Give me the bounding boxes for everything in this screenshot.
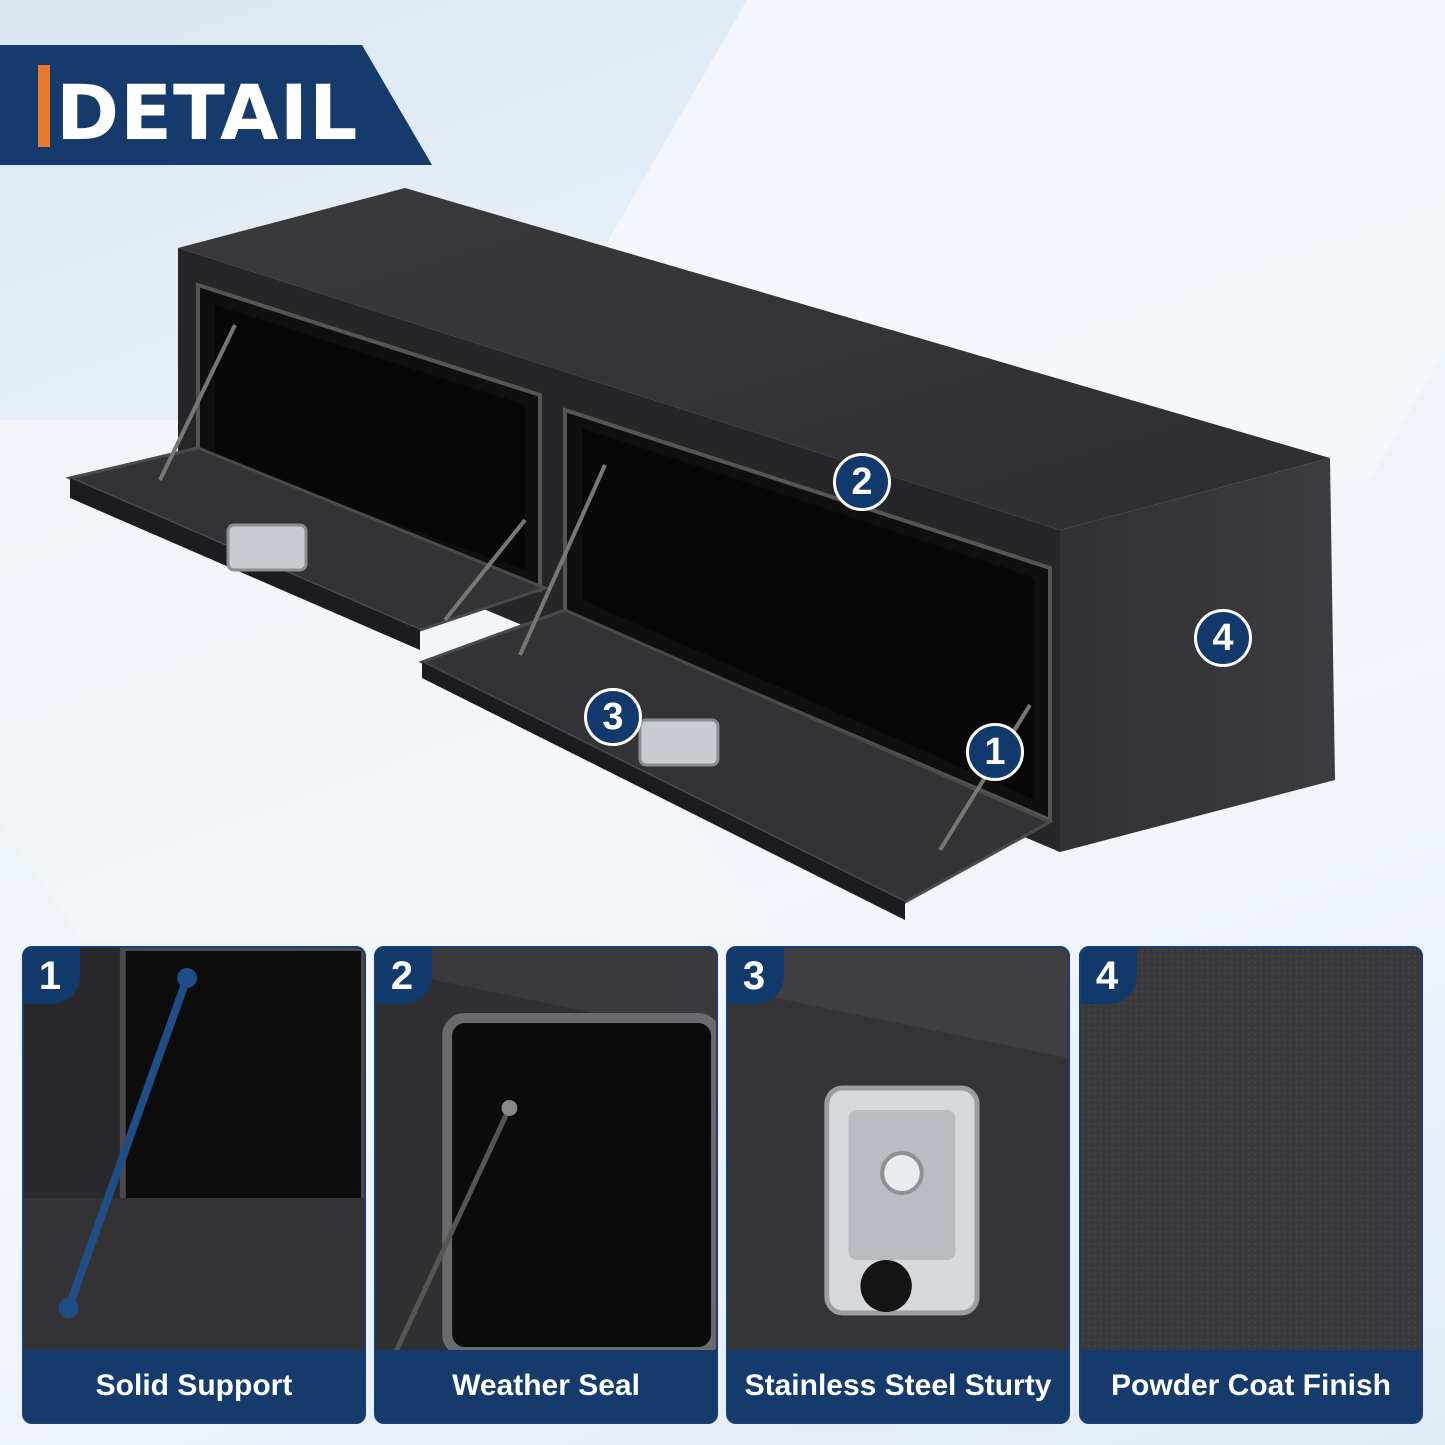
- toolbox-illustration: [65, 188, 1335, 920]
- feature-number: 3: [728, 948, 784, 1004]
- feature-label: Solid Support: [24, 1350, 364, 1422]
- feature-number: 1: [24, 948, 80, 1004]
- feature-number: 4: [1081, 948, 1137, 1004]
- feature-card-solid-support: 1 Solid Support: [22, 946, 366, 1424]
- box-top: [178, 188, 1330, 530]
- marker-1: 1: [966, 723, 1024, 781]
- page-title: DETAIL: [56, 68, 359, 157]
- marker-4: 4: [1194, 609, 1252, 667]
- left-strut-a: [158, 324, 237, 481]
- right-strut-a: [518, 464, 607, 656]
- banner-accent-bar: [38, 65, 50, 147]
- header-banner: DETAIL: [0, 45, 432, 165]
- left-strut-b: [443, 518, 527, 622]
- right-latch: [638, 718, 720, 767]
- seal-icon: [376, 948, 716, 1352]
- feature-number: 2: [376, 948, 432, 1004]
- box-side: [1060, 458, 1335, 852]
- texture-icon: [1081, 948, 1421, 1352]
- feature-label: Stainless Steel Sturty: [728, 1350, 1068, 1422]
- feature-label: Powder Coat Finish: [1081, 1350, 1421, 1422]
- marker-2: 2: [833, 453, 891, 511]
- marker-3: 3: [584, 688, 642, 746]
- feature-label: Weather Seal: [376, 1350, 716, 1422]
- feature-card-weather-seal: 2 Weather Seal: [374, 946, 718, 1424]
- feature-card-stainless-steel: 3 Stainless Steel Sturty: [726, 946, 1070, 1424]
- left-latch: [226, 523, 308, 572]
- t-handle-latch-icon: [728, 948, 1068, 1352]
- gas-strut-icon: [24, 948, 364, 1352]
- banner-shape: [0, 45, 432, 165]
- feature-card-powder-coat: 4 Powder Coat Finish: [1079, 946, 1423, 1424]
